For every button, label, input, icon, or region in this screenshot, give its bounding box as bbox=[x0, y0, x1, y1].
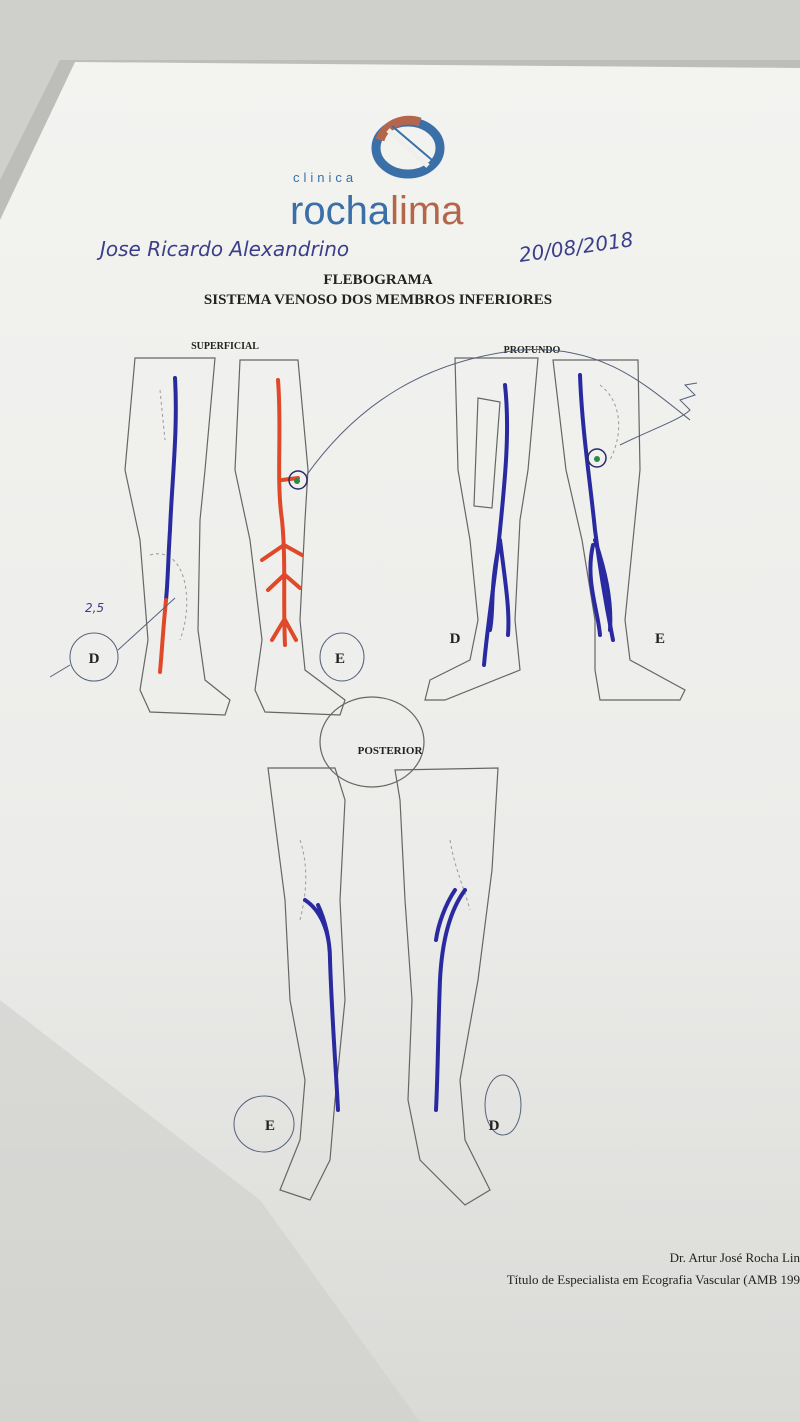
side-label-e: E bbox=[335, 651, 345, 667]
perforator-mark bbox=[587, 448, 607, 468]
side-label-d: D bbox=[89, 651, 100, 667]
perforator-mark bbox=[288, 470, 308, 490]
leg-profundo-left: E bbox=[552, 359, 698, 701]
section-profundo: PROFUNDO bbox=[504, 345, 561, 356]
side-circle bbox=[233, 1095, 295, 1153]
side-label-e: E bbox=[655, 631, 665, 647]
side-label-d: D bbox=[489, 1118, 500, 1134]
side-circle bbox=[69, 632, 119, 682]
logo-small-text: clinica bbox=[293, 170, 357, 185]
patient-name: Jose Ricardo Alexandrino bbox=[96, 237, 349, 261]
under-sheet bbox=[0, 0, 800, 180]
side-circle bbox=[484, 1074, 522, 1136]
paper-sheet bbox=[0, 62, 800, 1422]
logo-brand: rochalima bbox=[290, 189, 464, 233]
section-superficial: SUPERFICIAL bbox=[191, 341, 259, 352]
clinic-logo: clinica rochalima bbox=[290, 115, 464, 233]
annotation-note: 2,5 bbox=[85, 601, 104, 615]
side-circle bbox=[319, 632, 365, 682]
doctor-name: Dr. Artur José Rocha Lin bbox=[670, 1250, 800, 1265]
side-label-d: D bbox=[450, 631, 461, 647]
legs-posterior: POSTERIOR E D bbox=[233, 696, 522, 1206]
leg-superficial-left: E bbox=[234, 349, 691, 716]
document-title: FLEBOGRAMA bbox=[323, 272, 432, 288]
document-subtitle: SISTEMA VENOSO DOS MEMBROS INFERIORES bbox=[204, 292, 552, 308]
side-label-e: E bbox=[265, 1118, 275, 1134]
section-posterior: POSTERIOR bbox=[358, 745, 424, 757]
doctor-credential: Título de Especialista em Ecografia Vasc… bbox=[507, 1272, 800, 1287]
shadow bbox=[0, 1000, 420, 1422]
leg-superficial-right: D 2,5 bbox=[49, 357, 231, 716]
leg-profundo-right: D bbox=[424, 357, 539, 701]
